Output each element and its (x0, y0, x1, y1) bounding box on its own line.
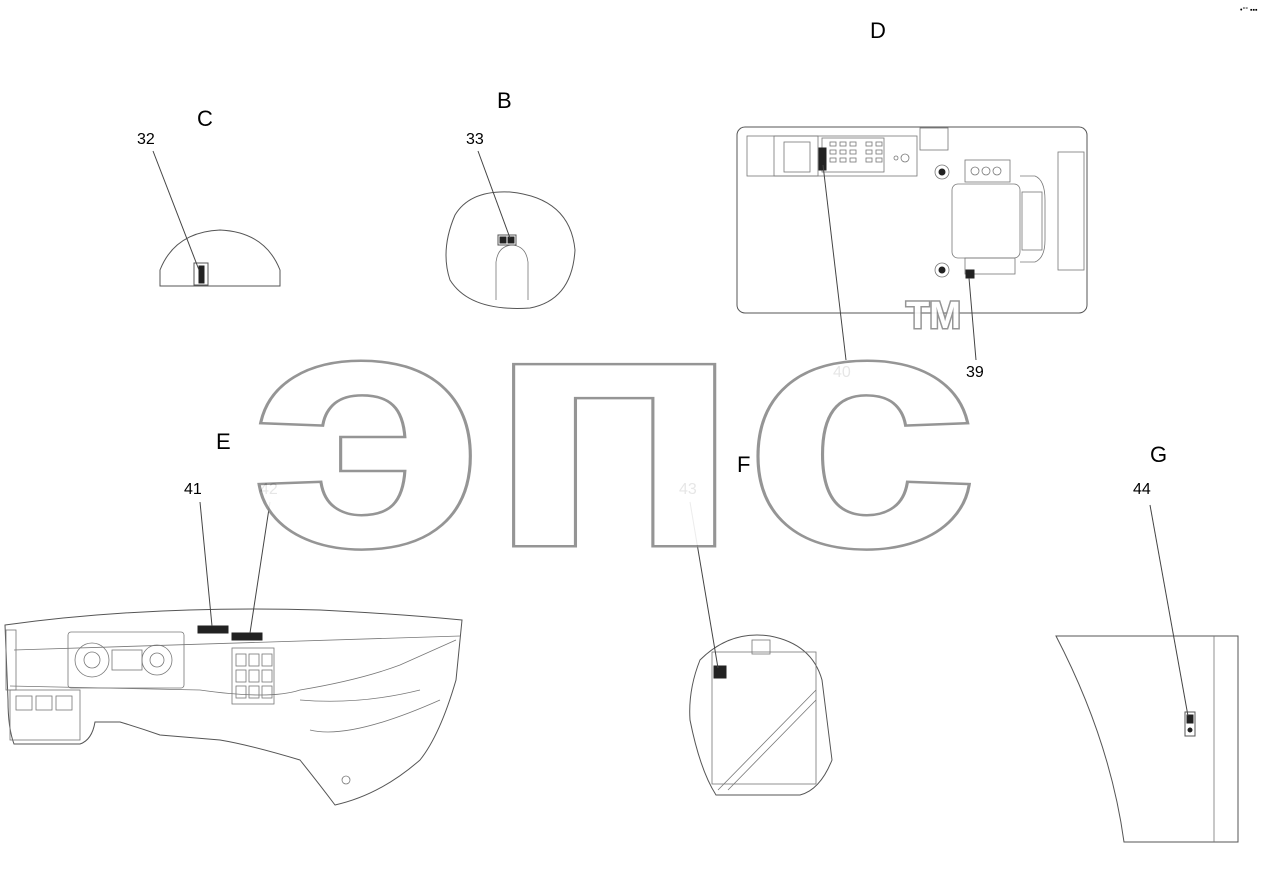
leader-42 (249, 501, 271, 634)
view-c-label: C (197, 106, 213, 131)
view-c: C 32 (137, 106, 281, 287)
view-f: F 43 (679, 452, 833, 796)
view-e: E 41 42 (4, 429, 463, 806)
view-e-decal-41 (197, 625, 229, 634)
view-g-decal (1184, 711, 1196, 737)
leader-39 (968, 277, 977, 361)
view-b-label: B (497, 88, 512, 113)
view-d-switch-panel (818, 137, 910, 173)
view-e-decal-42 (231, 632, 263, 641)
callout-44: 44 (1133, 481, 1151, 498)
view-d-seat (934, 151, 1085, 279)
leader-33 (477, 150, 511, 239)
view-d-label: D (870, 18, 886, 43)
view-b-part-outline (445, 191, 576, 309)
view-b-decal (497, 234, 517, 246)
callout-41: 41 (184, 481, 202, 498)
view-f-decal (713, 665, 727, 679)
view-g: G 44 (1055, 442, 1239, 843)
callout-43: 43 (679, 481, 697, 498)
view-f-part (689, 634, 833, 796)
callout-33: 33 (466, 131, 484, 148)
leader-43 (689, 501, 719, 669)
view-e-dashboard (4, 608, 463, 806)
view-g-part (1055, 635, 1239, 843)
callout-42: 42 (260, 481, 278, 498)
corner-mark: •°° ▪▪▪ (1240, 6, 1258, 14)
leader-41 (199, 501, 213, 627)
callout-39: 39 (966, 364, 984, 381)
watermark-tm: TM (906, 295, 961, 337)
view-b: B 33 (445, 88, 576, 309)
leader-44 (1149, 504, 1189, 717)
view-f-label: F (737, 452, 750, 477)
leader-32 (152, 150, 200, 271)
callout-32: 32 (137, 131, 155, 148)
watermark: эпс TM (248, 236, 983, 621)
view-c-part-outline (159, 229, 281, 287)
view-e-label: E (216, 429, 231, 454)
watermark-text: эпс (250, 238, 980, 618)
leader-40 (822, 164, 847, 361)
view-g-label: G (1150, 442, 1167, 467)
view-d: D 40 39 (736, 18, 1088, 381)
callout-40: 40 (833, 364, 851, 381)
